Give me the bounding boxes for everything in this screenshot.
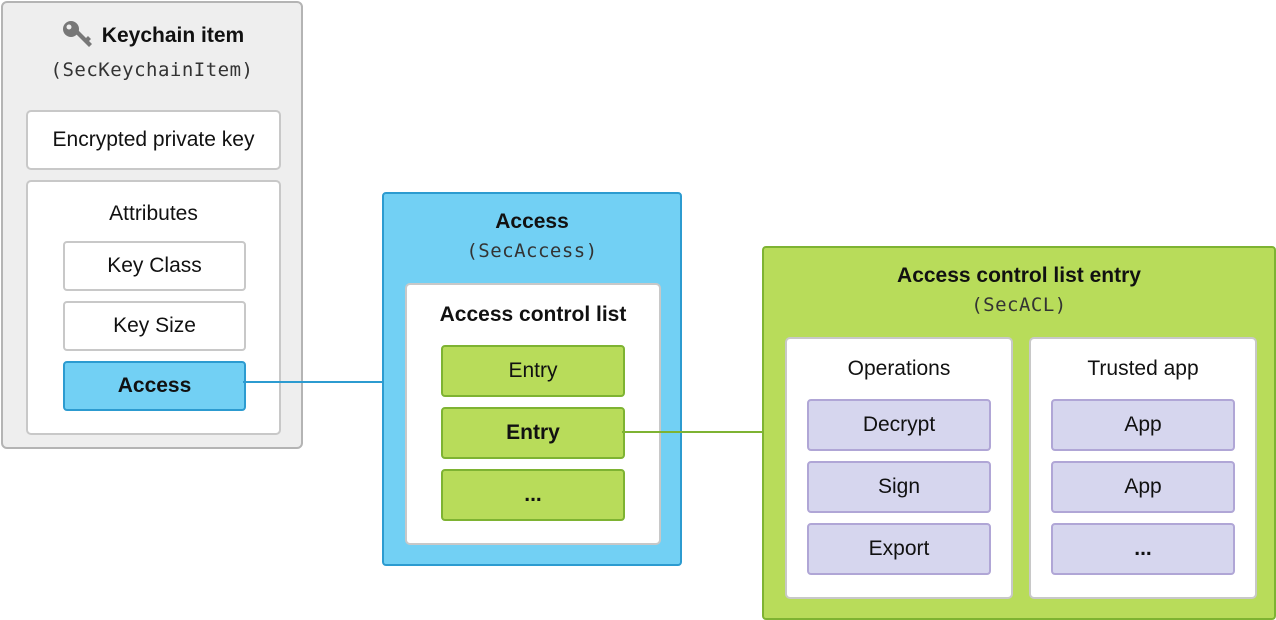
- trusted-app-title: Trusted app: [1087, 357, 1199, 380]
- acl-entry-2: Entry: [441, 407, 625, 459]
- connector-entry: [622, 431, 765, 433]
- access-type-name: (SecAccess): [466, 240, 598, 262]
- acl-title: Access control list: [439, 303, 627, 326]
- operation-export: Export: [807, 523, 991, 575]
- attribute-key-size: Key Size: [63, 301, 246, 351]
- keychain-item-panel: Keychain item (SecKeychainItem) Encrypte…: [1, 1, 303, 449]
- access-panel: Access (SecAccess) Access control list E…: [382, 192, 682, 566]
- key-icon: [60, 18, 94, 55]
- attributes-box: Attributes Key Class Key Size Access: [26, 180, 281, 435]
- keychain-title: Keychain item: [101, 24, 245, 47]
- encrypted-private-key-box: Encrypted private key: [26, 110, 281, 170]
- keychain-type-name: (SecKeychainItem): [50, 59, 254, 81]
- attribute-key-class: Key Class: [63, 241, 246, 291]
- access-control-list-box: Access control list Entry Entry ...: [405, 283, 661, 545]
- acl-entry-panel: Access control list entry (SecACL) Opera…: [762, 246, 1276, 620]
- trusted-app-1: App: [1051, 399, 1235, 451]
- acl-entry-more: ...: [441, 469, 625, 521]
- operations-box: Operations Decrypt Sign Export: [785, 337, 1013, 599]
- attributes-title: Attributes: [109, 202, 198, 225]
- trusted-app-2: App: [1051, 461, 1235, 513]
- operations-title: Operations: [847, 357, 951, 380]
- acl-entry-title: Access control list entry: [897, 264, 1141, 287]
- connector-access: [243, 381, 384, 383]
- trusted-app-more: ...: [1051, 523, 1235, 575]
- operation-decrypt: Decrypt: [807, 399, 991, 451]
- operation-sign: Sign: [807, 461, 991, 513]
- attribute-access: Access: [63, 361, 246, 411]
- access-title: Access: [495, 210, 569, 233]
- acl-entry-1: Entry: [441, 345, 625, 397]
- keychain-header: Keychain item: [3, 20, 301, 51]
- trusted-app-box: Trusted app App App ...: [1029, 337, 1257, 599]
- acl-entry-type-name: (SecACL): [971, 294, 1067, 316]
